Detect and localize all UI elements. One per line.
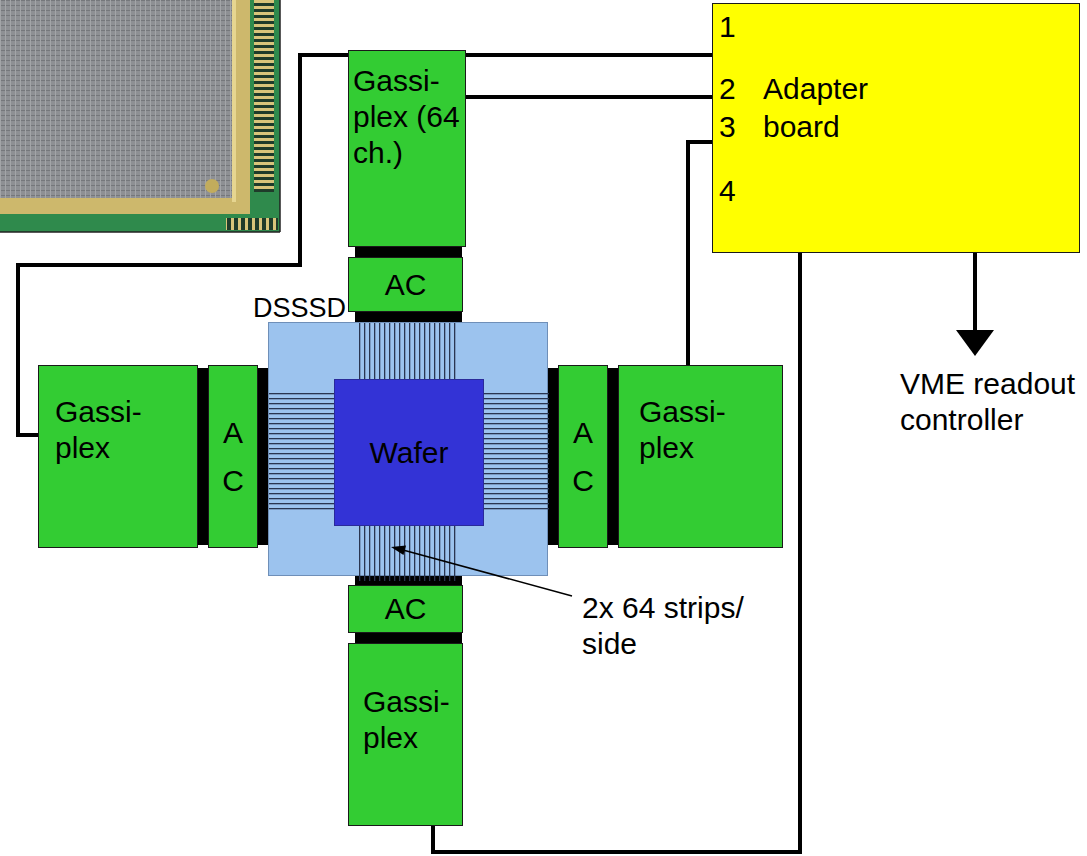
gassiplex-board: Gassi- plex (38, 365, 198, 548)
box-label: Wafer (335, 435, 483, 471)
box-label: Gassi- plex (64 ch.) (353, 63, 462, 171)
ac-coupler: A C (558, 365, 608, 548)
box-label: 1 (719, 8, 736, 46)
silicon-wafer: Wafer (334, 379, 484, 526)
connector-bar (258, 368, 268, 545)
box-label: Gassi- plex (639, 394, 749, 466)
box-label: 2 (719, 70, 736, 108)
connector-bar (198, 368, 208, 545)
connector-bar (355, 633, 462, 643)
signal-cable (466, 95, 712, 99)
box-label: Gassi- plex (55, 394, 165, 466)
ac-coupler: A C (208, 365, 258, 548)
strip-lines (359, 323, 459, 379)
connector-bar (355, 312, 462, 322)
dsssd-detector: DSSSDWafer (268, 322, 548, 576)
box-label: Gassi- plex (363, 684, 458, 756)
box-label: A C (568, 409, 598, 505)
connector-bar (355, 247, 462, 257)
box-label: A C (218, 409, 248, 505)
adapter-board: 1 23 4 Adapter board (712, 3, 1080, 253)
box-label: 3 (719, 108, 736, 146)
gassiplex-board: Gassi- plex (64 ch.) (348, 50, 466, 247)
connector-bar (548, 368, 558, 545)
box-label: Adapter board (763, 70, 903, 146)
signal-cable (688, 142, 712, 365)
controller-label: VME readout controller (900, 366, 1082, 438)
gassiplex-board: Gassi- plex (348, 643, 463, 826)
readout-arrow (956, 253, 994, 356)
detector-photo (0, 0, 280, 232)
strip-annotation: 2x 64 strips/ side (582, 590, 754, 662)
box-label: AC (349, 591, 462, 627)
strip-lines (484, 391, 549, 513)
strip-lines (269, 391, 334, 513)
box-label: 4 (719, 172, 736, 210)
gassiplex-board: Gassi- plex (618, 365, 783, 548)
connector-bar (608, 368, 618, 545)
ac-coupler: AC (348, 585, 463, 633)
box-label: AC (349, 267, 462, 303)
box-label: DSSSD (253, 293, 346, 323)
connector-bars (198, 247, 618, 643)
strip-lines (359, 526, 459, 581)
ac-coupler: AC (348, 257, 463, 312)
